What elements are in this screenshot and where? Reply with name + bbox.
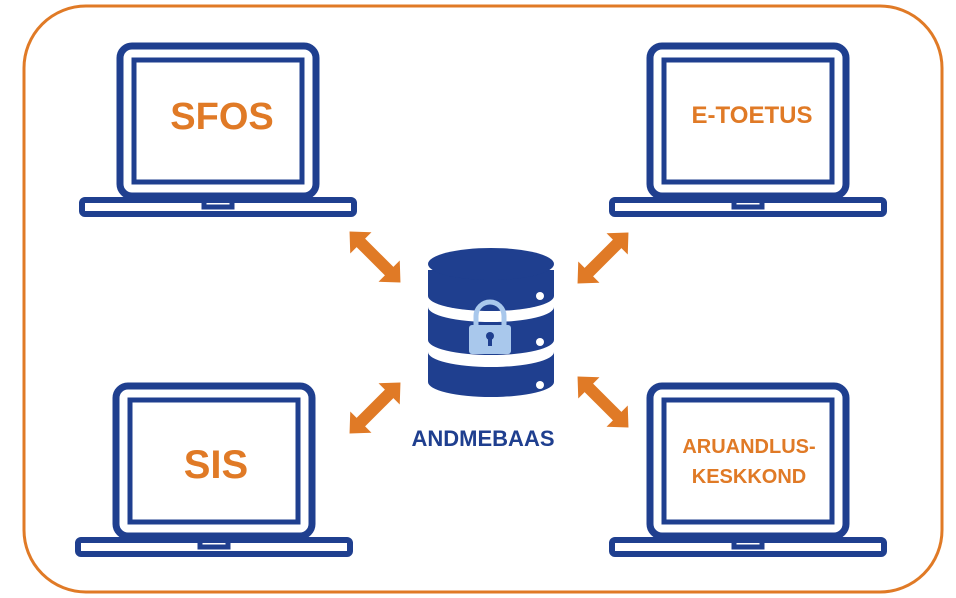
system-label-sfos: SFOS — [170, 96, 273, 138]
database-label: ANDMEBAAS — [412, 426, 555, 451]
system-label-sis: SIS — [184, 443, 248, 487]
system-label-etoetus: E-TOETUS — [692, 102, 813, 129]
system-label-aruandlus-line1: ARUANDLUS- — [682, 436, 815, 458]
system-label-aruandlus-line2: KESKKOND — [692, 466, 806, 488]
double-arrow-icon-top-left — [338, 220, 412, 294]
lock-icon — [469, 299, 511, 354]
outer-frame — [22, 4, 944, 594]
laptop-icon-etoetus — [612, 46, 884, 214]
double-arrow-icon-bottom-left — [338, 371, 412, 445]
double-arrow-icon-bottom-right — [566, 365, 640, 439]
double-arrow-icon-top-right — [566, 221, 640, 295]
database-icon — [428, 248, 554, 397]
